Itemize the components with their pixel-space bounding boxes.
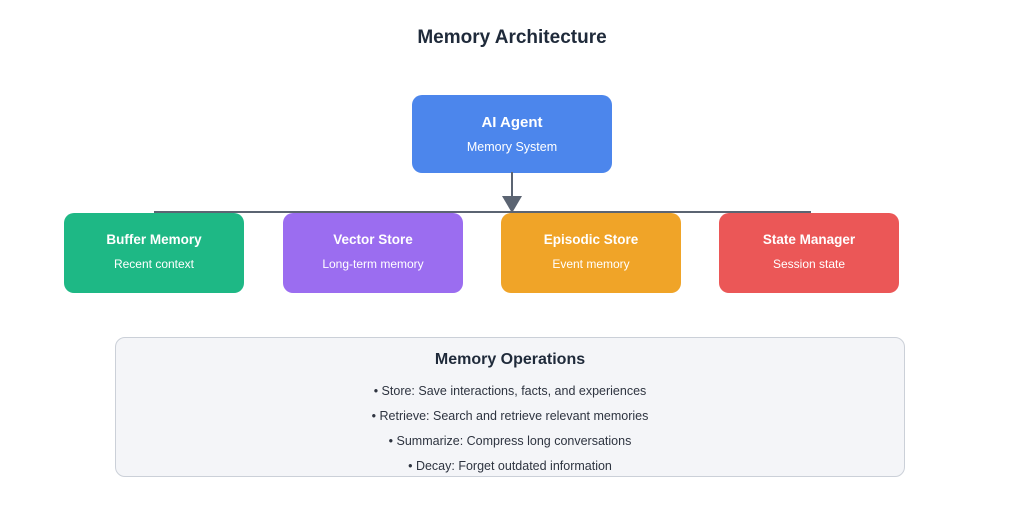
diagram-title: Memory Architecture [417,27,607,48]
operations-list-item: • Decay: Forget outdated information [408,459,612,473]
node-title: Buffer Memory [106,232,202,247]
operations-list-item: • Store: Save interactions, facts, and e… [373,384,647,398]
memory-operations-panel: Memory Operations • Store: Save interact… [115,337,905,477]
operations-list-item: • Summarize: Compress long conversations [388,434,632,448]
node-subtitle: Recent context [113,257,195,271]
operations-list: • Store: Save interactions, facts, and e… [116,379,904,479]
node-title: State Manager [762,232,856,247]
node-vector-store: Vector Store Long-term memory [283,213,463,293]
node-title: Episodic Store [543,232,639,247]
node-subtitle: Session state [772,257,846,271]
node-title: AI Agent [481,114,543,131]
node-ai-agent: AI Agent Memory System [412,95,612,173]
connector-horizontal-line [154,211,811,213]
node-state-manager: State Manager Session state [719,213,899,293]
node-title: Vector Store [333,232,413,247]
operations-list-item: • Retrieve: Search and retrieve relevant… [371,409,649,423]
operations-panel-title: Memory Operations [434,351,586,368]
connector-vertical-line [511,172,513,198]
node-subtitle: Memory System [466,140,558,154]
arrow-down-icon [502,196,522,213]
node-buffer-memory: Buffer Memory Recent context [64,213,244,293]
node-subtitle: Long-term memory [322,257,424,271]
node-episodic-store: Episodic Store Event memory [501,213,681,293]
node-subtitle: Event memory [552,257,630,271]
